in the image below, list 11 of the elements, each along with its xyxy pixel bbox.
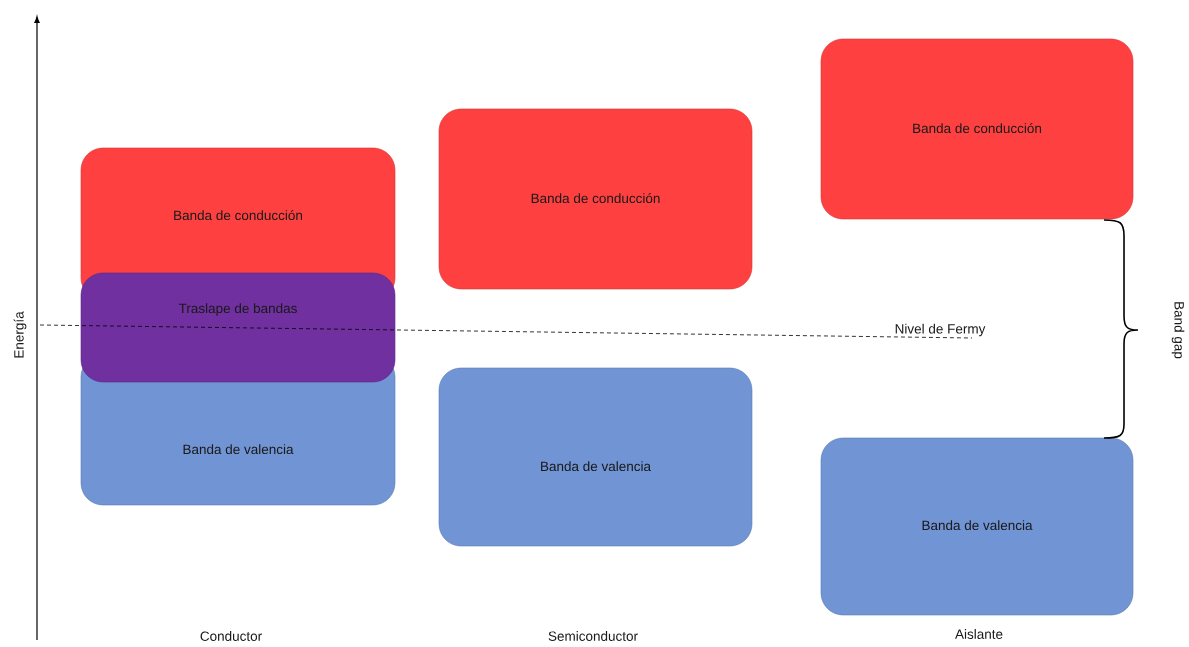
band-gap-label: Band gap — [1171, 302, 1185, 359]
column-label: Aislante — [955, 629, 1003, 639]
axis-label: Energía — [13, 311, 27, 358]
valence-band-box: Banda de valencia — [438, 367, 753, 547]
fermi-level-label: Nivel de Fermy — [895, 323, 986, 337]
overlap-band-box: Traslape de bandas — [80, 272, 396, 383]
column-label: Semiconductor — [548, 631, 638, 641]
valence-band-box: Banda de valencia — [820, 437, 1134, 616]
conduction-band-box: Banda de conducción — [820, 38, 1134, 220]
column-label: Conductor — [200, 631, 262, 641]
conduction-band-box: Banda de conducción — [438, 108, 753, 290]
